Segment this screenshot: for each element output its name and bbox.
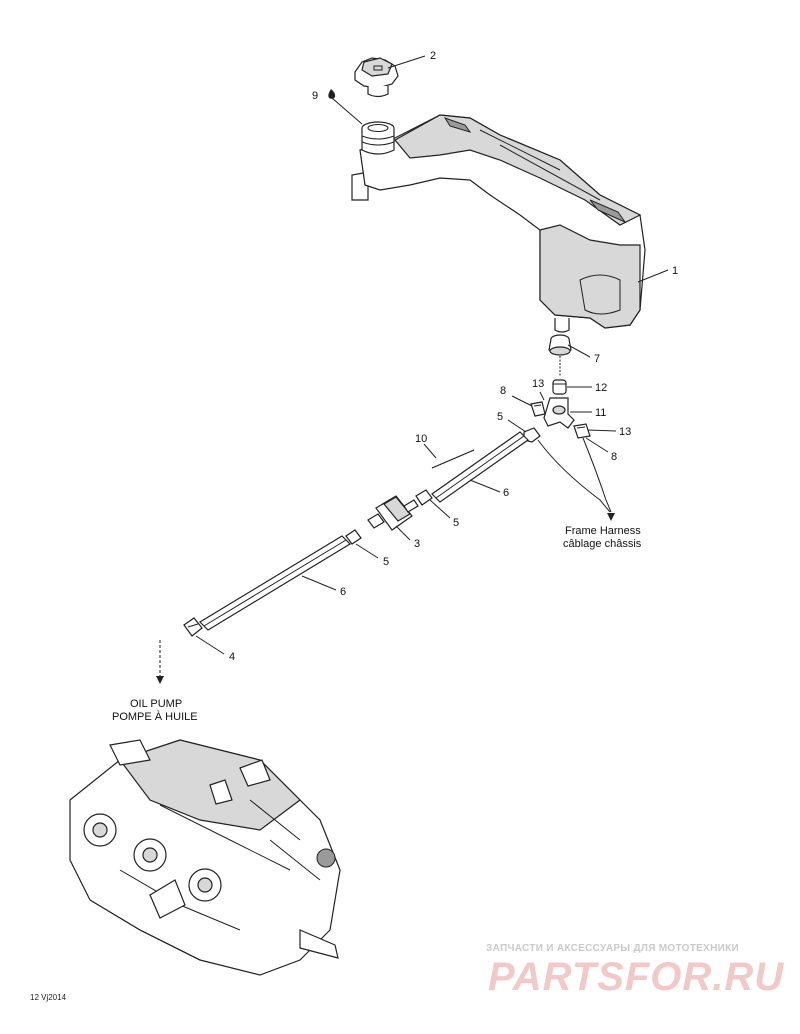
oil-filter — [367, 495, 419, 531]
callout-9: 10 — [415, 433, 427, 445]
captions: Frame Harness câblage châssis OIL PUMP P… — [30, 525, 642, 1002]
fitting-4 — [183, 617, 203, 637]
callout-5-lower: 5 — [383, 556, 389, 568]
oil-pump-caption-fr: POMPE À HUILE — [112, 710, 198, 723]
callout-10: 9 — [312, 90, 318, 102]
frame-harness-caption-en: Frame Harness — [565, 525, 641, 537]
hose-upper — [431, 431, 529, 503]
clip-13-right — [573, 423, 591, 439]
callout-5-mid: 5 — [453, 517, 459, 529]
watermark: ЗАПЧАСТИ И АКСЕССУАРЫ ДЛЯ МОТОТЕХНИКИ PA… — [486, 943, 784, 999]
callout-8-lower: 8 — [611, 451, 617, 463]
oil-tank — [351, 114, 646, 333]
callout-labels: 2 9 1 7 12 11 13 8 13 8 5 10 6 5 3 5 6 4 — [229, 50, 678, 663]
grommet — [548, 334, 572, 376]
callout-7: 7 — [594, 353, 600, 365]
callout-6-upper: 6 — [503, 487, 509, 499]
harness-wires — [537, 437, 615, 521]
callout-11: 11 — [595, 407, 606, 419]
watermark-tagline: ЗАПЧАСТИ И АКСЕССУАРЫ ДЛЯ МОТОТЕХНИКИ — [486, 943, 739, 954]
callout-3: 3 — [414, 538, 420, 550]
oil-pump-caption-en: OIL PUMP — [130, 698, 182, 710]
callout-6-lower: 6 — [340, 586, 346, 598]
leader-lines — [195, 55, 669, 655]
callout-8-upper: 8 — [500, 385, 506, 397]
callout-4: 4 — [229, 651, 235, 663]
callout-1: 1 — [672, 265, 678, 277]
tank-cap — [354, 57, 399, 98]
drawing-code: 12 Vj2014 — [30, 993, 67, 1002]
callout-13-right: 13 — [619, 426, 631, 438]
hose-lower — [199, 535, 351, 631]
callout-5-upper: 5 — [497, 411, 503, 423]
clamp-5-mid — [415, 489, 433, 506]
frame-harness-caption-fr: câblage châssis — [563, 538, 642, 550]
callout-13-left: 13 — [532, 378, 544, 390]
spring-9 — [431, 449, 475, 469]
clip-13-left — [530, 401, 546, 417]
engine-illustration — [69, 739, 341, 976]
oil-drop-icon — [328, 89, 336, 99]
clamp-5-lower — [345, 529, 362, 545]
fitting-12 — [552, 379, 567, 395]
arrow-to-oil-pump — [156, 640, 164, 684]
elbow-fitting-11 — [543, 397, 575, 429]
callout-2: 2 — [430, 50, 436, 62]
callout-12: 12 — [595, 382, 607, 394]
watermark-logo: PARTSFOR.RU — [488, 955, 784, 999]
